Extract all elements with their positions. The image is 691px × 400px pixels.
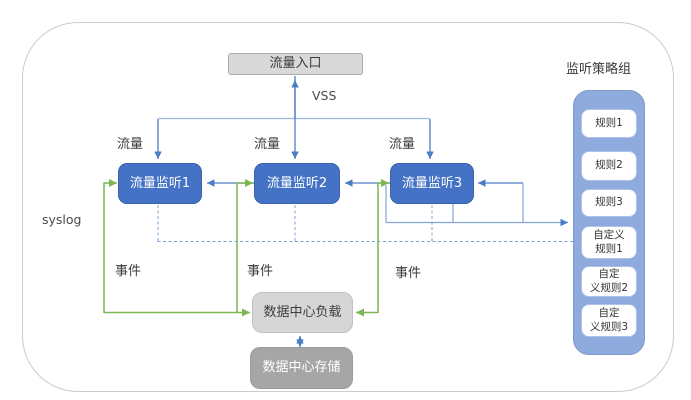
monitor-node-3: 流量监听3 [390, 163, 474, 204]
load-node: 数据中心负载 [252, 292, 353, 333]
event-label-2: 事件 [247, 264, 274, 279]
vss-label: VSS [312, 88, 337, 103]
policy-group-container: 规则1 规则2 规则3 自定义 规则1 自定 义规则2 自定 义规则3 [573, 90, 645, 355]
rule-node-3: 规则3 [581, 189, 637, 217]
syslog-label: syslog [42, 212, 82, 227]
rule-node-1: 规则1 [581, 109, 637, 138]
green-arrow-into-monitor1 [103, 179, 117, 313]
event-label-3: 事件 [395, 266, 422, 281]
storage-node: 数据中心存储 [250, 347, 353, 389]
entry-node: 流量入口 [228, 53, 363, 75]
green-connectors [103, 179, 389, 317]
traffic-label-1: 流量 [117, 137, 144, 152]
rule-node-6: 自定 义规则3 [581, 304, 637, 337]
dashed-connectors [157, 205, 573, 242]
rule-node-2: 规则2 [581, 151, 637, 181]
traffic-label-2: 流量 [254, 137, 281, 152]
event-label-1: 事件 [115, 264, 142, 279]
rule-node-4: 自定义 规则1 [581, 226, 637, 259]
green-arrow-into-monitor3 [377, 179, 389, 313]
policy-group-title: 监听策略组 [566, 62, 632, 77]
monitor-node-1: 流量监听1 [118, 163, 202, 204]
rule-node-5: 自定 义规则2 [581, 266, 637, 297]
green-arrow-into-monitor2 [236, 179, 253, 313]
monitor-node-2: 流量监听2 [254, 163, 340, 204]
traffic-label-3: 流量 [389, 137, 416, 152]
